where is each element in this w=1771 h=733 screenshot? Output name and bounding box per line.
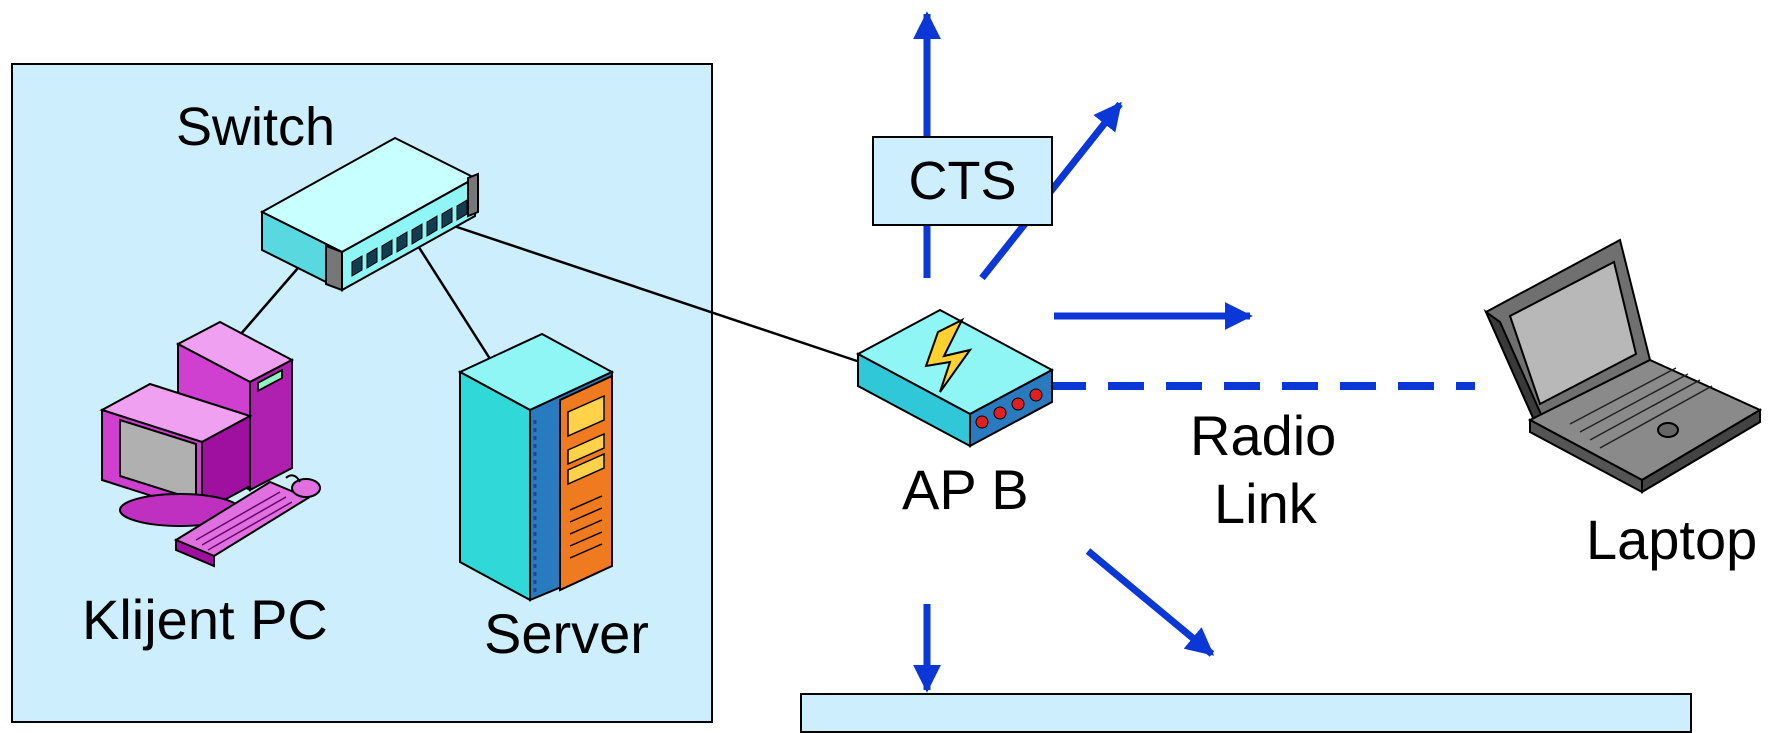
arrow-down-right (1085, 548, 1215, 657)
radio-link-label-line1: Radio (1190, 404, 1337, 467)
client-pc-label: Klijent PC (82, 588, 328, 651)
server-tower-icon (457, 332, 615, 602)
cable-switch-to-server (411, 237, 494, 363)
network-switch-icon (259, 136, 479, 292)
cable-switch-to-ap (441, 220, 861, 364)
cts-label: CTS (908, 151, 1017, 211)
laptop-label: Laptop (1586, 508, 1758, 571)
network-diagram: CTS Switch Klijent PC Server AP B Radio … (11, 11, 1763, 733)
cables (239, 220, 861, 364)
switch-label: Switch (176, 97, 336, 157)
cts-box: CTS (872, 136, 1053, 226)
access-point-label: AP B (902, 458, 1029, 521)
wireless-access-point-icon (855, 308, 1055, 448)
cable-switch-to-pc (239, 267, 299, 336)
desktop-pc-icon (99, 320, 321, 568)
laptop-icon (1483, 238, 1763, 494)
server-label: Server (484, 602, 649, 665)
diagram-graphics (99, 11, 1763, 693)
radio-link-label-line2: Link (1214, 472, 1317, 535)
